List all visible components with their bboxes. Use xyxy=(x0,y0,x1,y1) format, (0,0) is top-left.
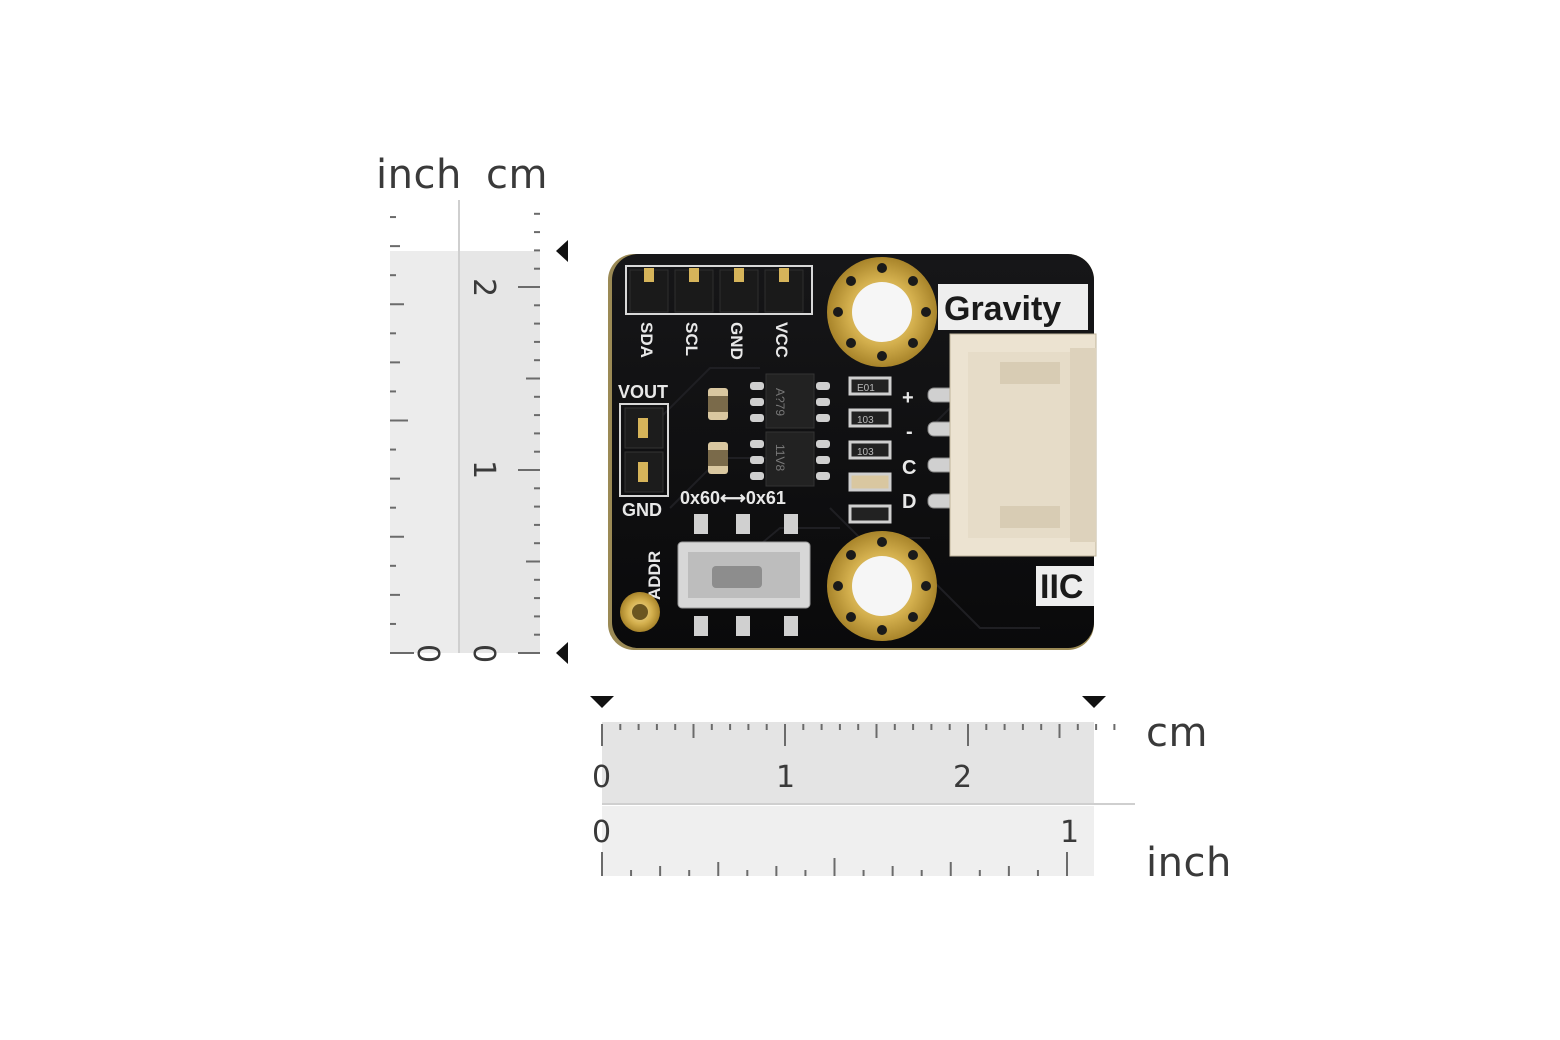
resistor-marking-3: 103 xyxy=(857,447,874,458)
connector-label-plus: + xyxy=(902,387,914,409)
header-outline xyxy=(625,265,813,315)
addr-label: ADDR xyxy=(645,551,664,600)
jst-connector xyxy=(949,333,1097,557)
horizontal-inch-label: inch xyxy=(1146,840,1232,886)
gravity-logo-text: Gravity xyxy=(944,290,1061,328)
horizontal-cm-number-1: 1 xyxy=(776,760,796,795)
resistor-marking-1: E01 xyxy=(857,383,875,394)
vout-label: VOUT xyxy=(618,382,668,402)
horizontal-cm-label: cm xyxy=(1146,710,1208,756)
pin-label-gnd: GND xyxy=(727,322,746,360)
pin-label-sda: SDA xyxy=(637,322,656,358)
resistor-marking-2: 103 xyxy=(857,415,874,426)
horizontal-cm-number-0: 0 xyxy=(592,760,612,795)
address-label: 0x60⟷0x61 xyxy=(680,488,786,508)
gnd-label: GND xyxy=(622,500,662,520)
vertical-inch-label: inch xyxy=(376,152,462,198)
resistors: E01 103 103 xyxy=(848,376,892,524)
ic-top-marking: A?79 xyxy=(773,388,787,416)
bottom-marker-icon xyxy=(556,642,568,664)
sensor-board: SDA SCL GND VCC xyxy=(608,254,1097,650)
mounting-hole-bottom xyxy=(827,531,937,641)
horizontal-cm-number-2: 2 xyxy=(953,760,973,795)
connector-label-minus: - xyxy=(906,421,913,443)
iic-label-bg xyxy=(1036,566,1094,606)
connector-label-c: C xyxy=(902,457,916,479)
slide-switch xyxy=(677,514,811,636)
connector-label-d: D xyxy=(902,491,916,513)
capacitors xyxy=(708,388,728,474)
top-marker-icon xyxy=(556,240,568,262)
iic-label: IIC xyxy=(1040,568,1083,606)
pin-label-vcc: VCC xyxy=(772,322,791,358)
mounting-hole-top xyxy=(827,257,937,367)
horizontal-inch-number-0: 0 xyxy=(592,815,612,850)
ic-bottom-marking: 11V8 xyxy=(773,444,787,471)
ic-chips: A?79 11V8 xyxy=(750,373,830,487)
gravity-label-bg xyxy=(938,284,1088,330)
left-marker-icon xyxy=(590,696,614,708)
jumper-outline xyxy=(619,403,669,497)
pin-label-scl: SCL xyxy=(682,322,701,356)
right-marker-icon xyxy=(1082,696,1106,708)
horizontal-inch-number-1: 1 xyxy=(1060,815,1080,850)
header-pins xyxy=(629,268,804,313)
vertical-cm-label: cm xyxy=(486,152,548,198)
